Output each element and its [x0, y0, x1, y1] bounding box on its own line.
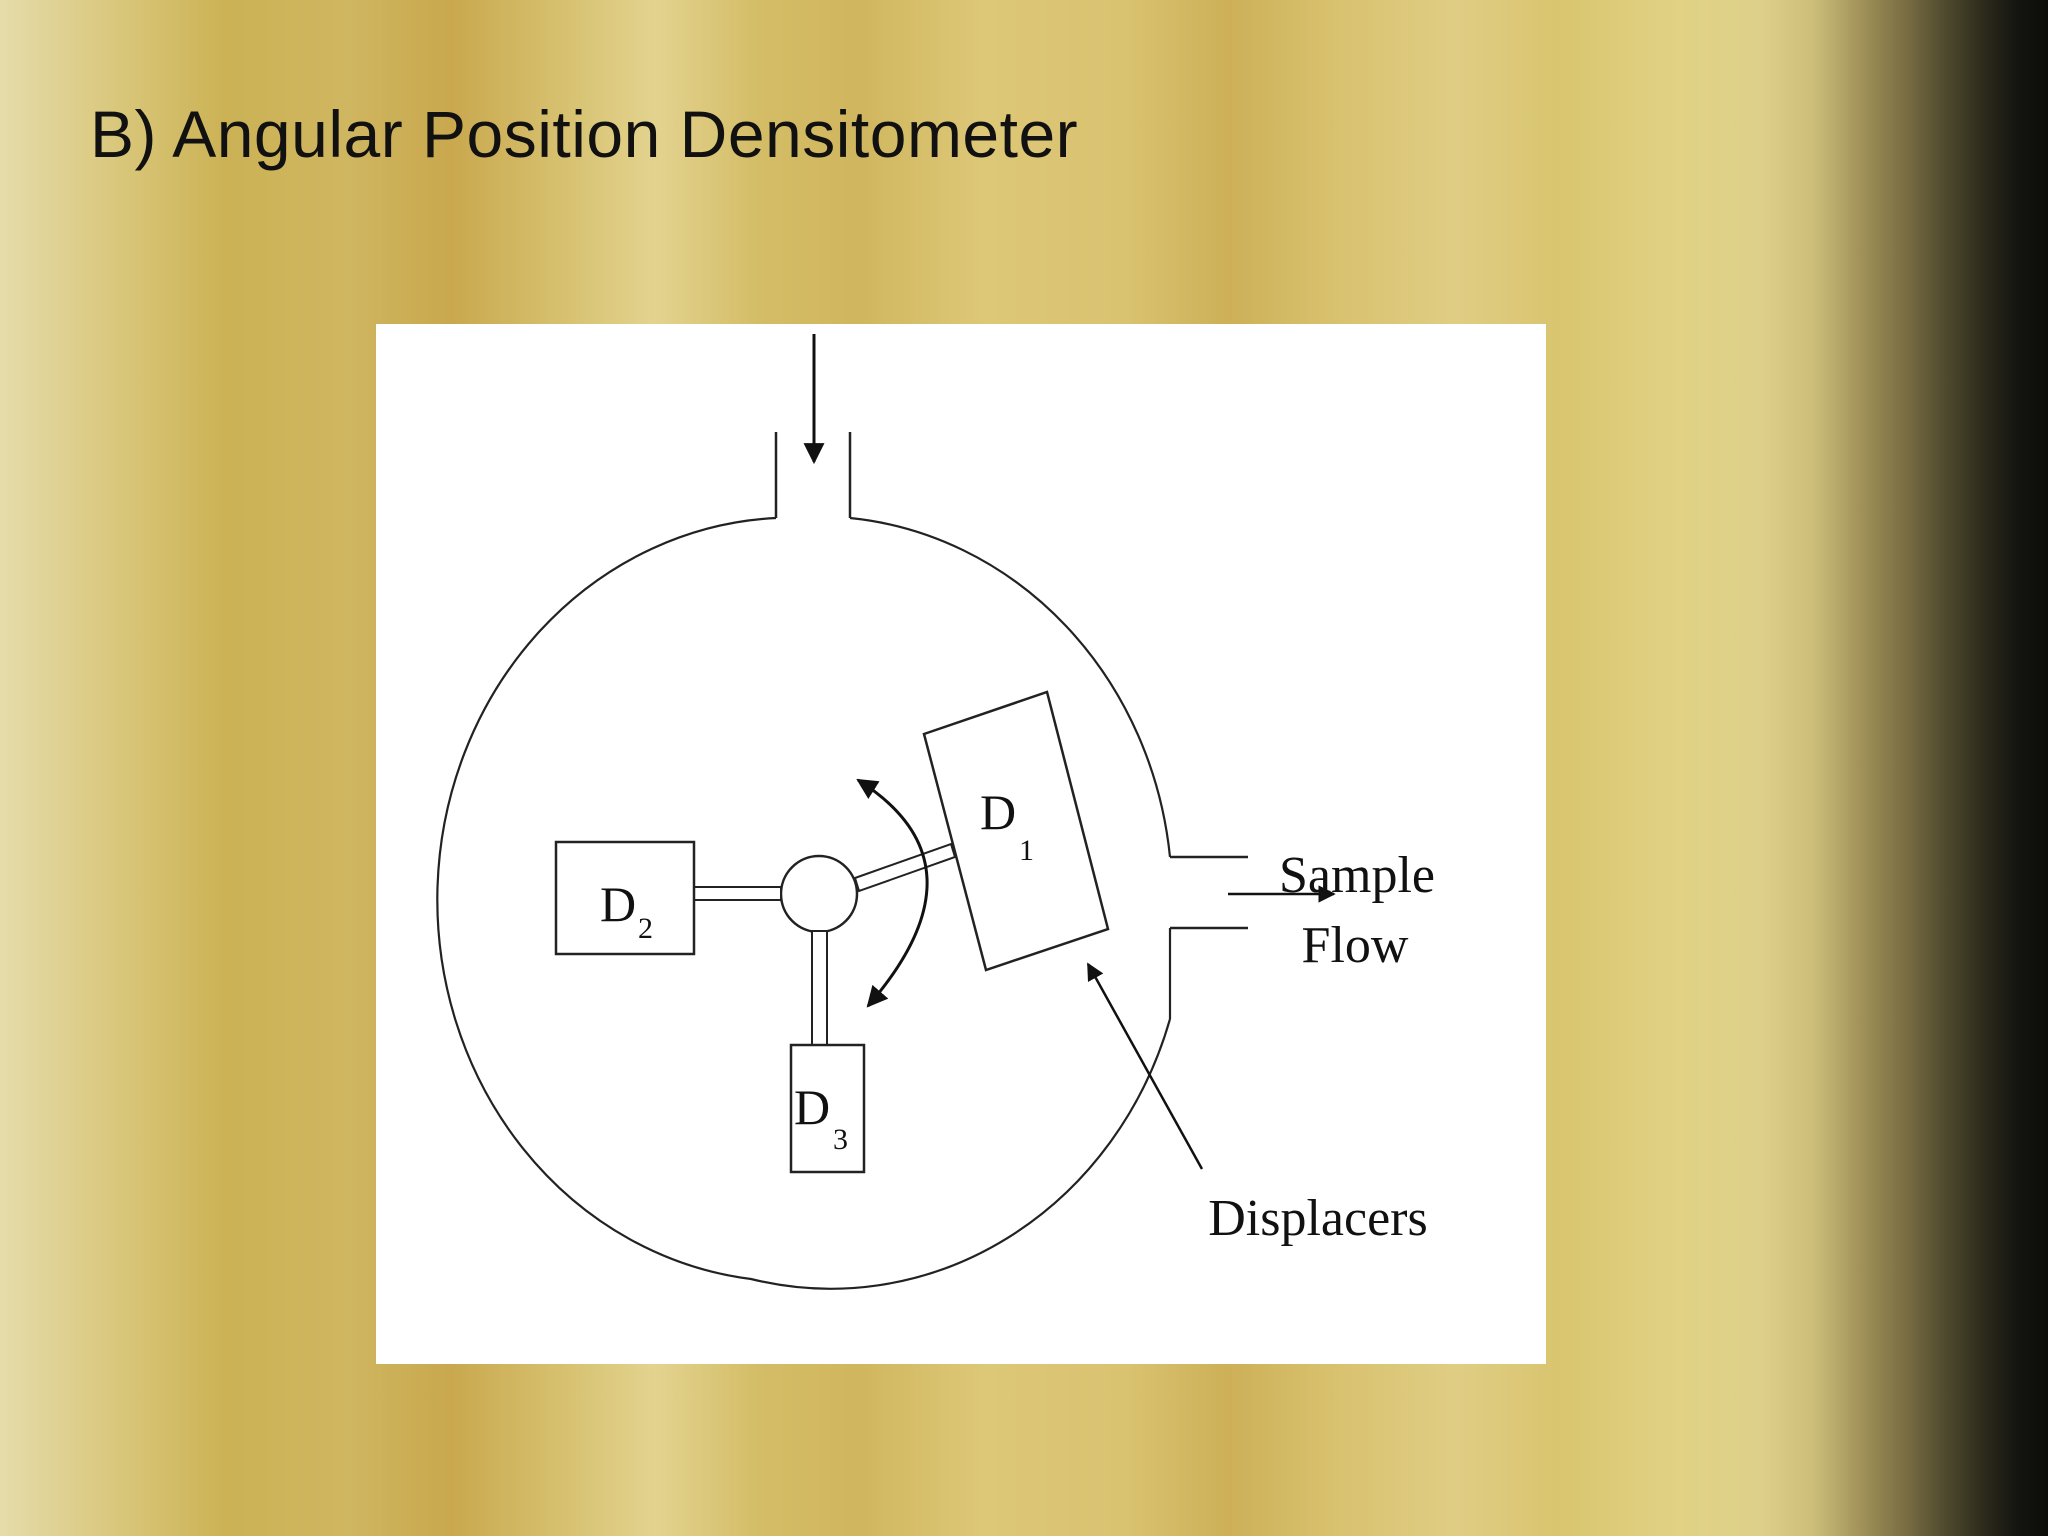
d3-index: 3 [833, 1123, 848, 1156]
d3-letter: D [794, 1079, 830, 1135]
arm-d3 [811, 930, 828, 1046]
displacer-d2 [554, 840, 696, 956]
displacer-d3 [789, 1043, 866, 1174]
densitometer-figure: D 2 D 3 D 1 Sample Flow Displacers [376, 324, 1546, 1364]
d1-index: 1 [1019, 834, 1034, 867]
vessel-outline [436, 516, 1172, 1290]
pivot-hub [779, 854, 859, 934]
d1-letter: D [980, 784, 1016, 840]
d2-letter: D [600, 876, 636, 932]
displacer-d1 [922, 690, 1110, 972]
rotation-arrow [856, 778, 929, 1008]
sample-label: Sample [1279, 847, 1435, 904]
slide-title: B) Angular Position Densitometer [90, 97, 1079, 171]
arm-d1 [853, 842, 957, 893]
displacers-label: Displacers [1208, 1190, 1427, 1247]
vessel-outline-upper-right [849, 516, 1172, 858]
d2-index: 2 [638, 912, 653, 945]
flow-label: Flow [1302, 917, 1409, 974]
displacers-pointer-arrow [1086, 962, 1204, 1170]
densitometer-diagram: D 2 D 3 D 1 Sample Flow Displacers [436, 334, 1435, 1290]
arm-d2 [693, 886, 782, 901]
